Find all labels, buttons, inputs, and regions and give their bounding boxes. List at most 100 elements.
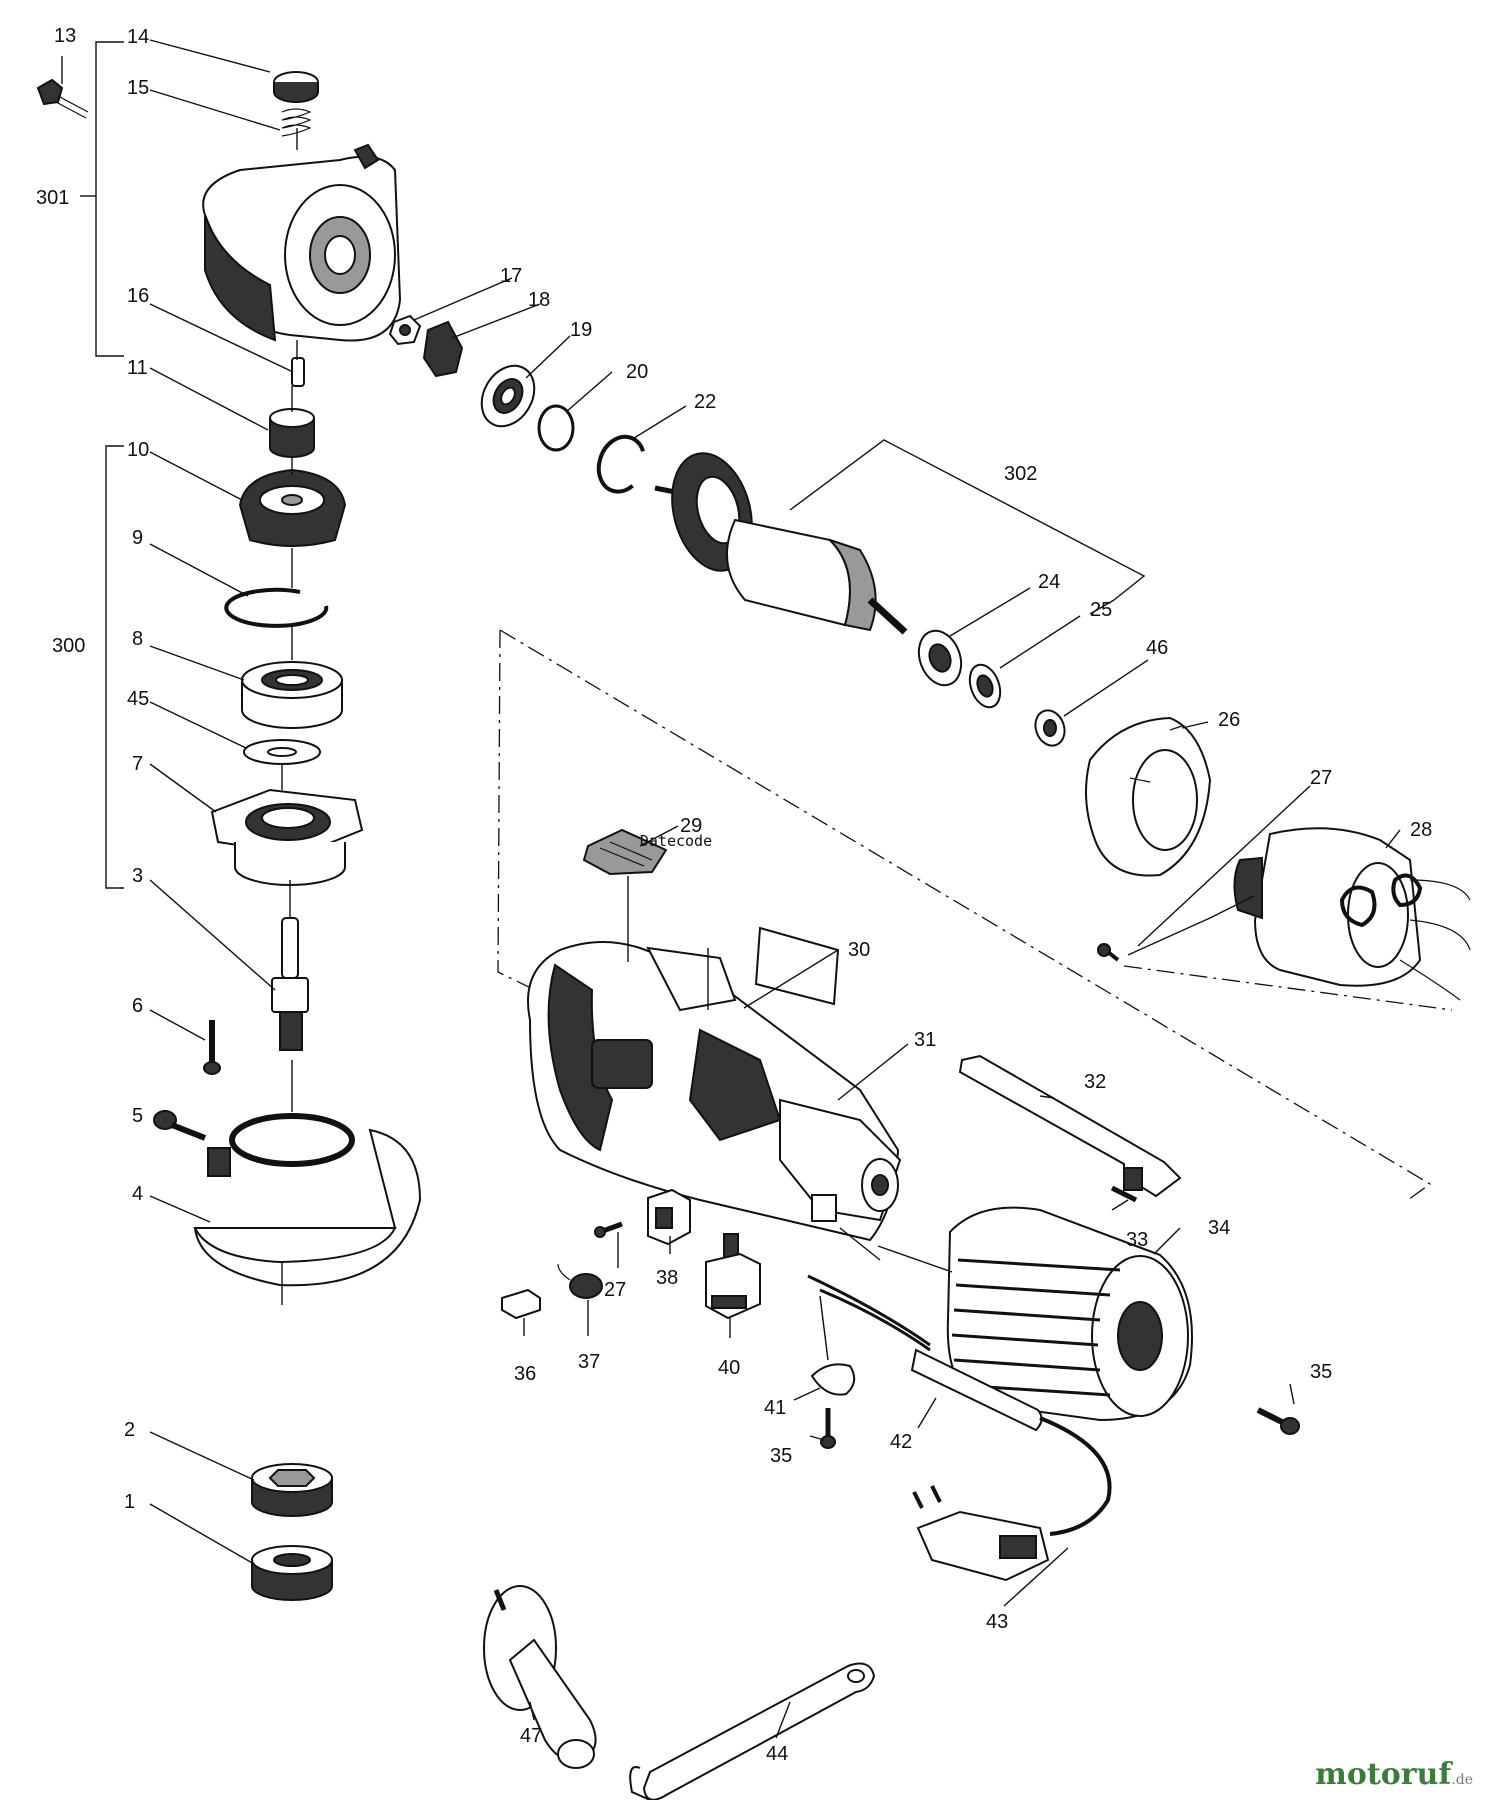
logo-tld: .de [1451,1772,1473,1788]
callout-22: 22 [694,391,716,413]
callout-41: 41 [764,1397,786,1419]
callout-7: 7 [132,753,143,775]
callout-28: 28 [1410,819,1432,841]
callout-8: 8 [132,628,143,650]
callout-9: 9 [132,527,143,549]
callout-numbers: 13 14 15 301 16 11 10 9 300 8 45 7 3 6 5… [36,25,1432,1765]
callout-27: 27 [1310,767,1332,789]
part-36-carbon-brush [501,1288,541,1320]
part-2-inner-flange [251,1463,333,1517]
callout-40: 40 [718,1357,740,1379]
part-302-armature [654,452,908,635]
callout-302: 302 [1004,463,1037,485]
part-9-retaining-ring [224,587,329,628]
part-33-screw [1110,1185,1138,1203]
part-28-field [1233,827,1471,1001]
logo-text: motoruf [1315,1757,1452,1792]
callout-37: 37 [578,1351,600,1373]
part-46-insulation-washer [1034,709,1066,747]
callout-18: 18 [528,289,550,311]
callout-46: 46 [1146,637,1168,659]
callout-5: 5 [132,1105,143,1127]
part-41-cord-clamp [810,1363,856,1396]
callout-47: 47 [520,1725,542,1747]
callout-16: 16 [127,285,149,307]
callout-38: 38 [656,1267,678,1289]
part-17-nut [388,314,422,346]
callout-11: 11 [127,357,148,379]
callout-35: 35 [1310,1361,1332,1383]
callout-29: 29 [680,815,702,837]
callout-26: 26 [1218,709,1240,731]
part-27-screw [1097,943,1120,962]
callout-300: 300 [52,635,85,657]
part-44-wrench [629,1662,876,1800]
part-26-baffle-plate [1085,716,1212,877]
part-6-screw [203,1020,221,1075]
part-3-spindle [271,917,309,1051]
part-1-lock-nut [251,1545,333,1601]
callout-43: 43 [986,1611,1008,1633]
part-13-screw [36,78,89,119]
part-24-bearing [917,629,963,687]
part-15-spring [281,108,312,137]
callout-32: 32 [1084,1071,1106,1093]
part-8-bearing [241,661,343,729]
part-16-pin [291,357,305,387]
callout-33: 33 [1126,1229,1148,1251]
callout-301: 301 [36,187,69,209]
datecode-label: Datecode [640,832,712,850]
callout-3: 3 [132,865,143,887]
callout-15: 15 [127,77,149,99]
part-25-bearing [968,663,1002,709]
callout-25: 25 [1090,599,1112,621]
part-4-wheel-guard [193,1113,422,1287]
part-31-motor-housing [527,941,902,1242]
callout-17: 17 [500,265,522,287]
part-5-bolt [153,1110,207,1141]
part-42-cord-guard [910,1348,1043,1432]
part-29-switch-lever [582,828,668,876]
part-35-screw [1256,1407,1300,1435]
part-37-brush-spring [557,1263,603,1299]
callout-24: 24 [1038,571,1060,593]
callout-34: 34 [1208,1217,1230,1239]
part-7-bearing-box [210,788,364,886]
callout-6: 6 [132,995,143,1017]
callout-2: 2 [124,1419,135,1441]
part-22-snap-ring [596,434,645,494]
part-18-pinion [422,320,464,378]
callout-36: 36 [514,1363,536,1385]
motoruf-logo: motoruf.de [1315,1757,1473,1792]
callout-1: 1 [124,1491,135,1513]
part-45-washer [243,739,321,765]
callout-27-lower: 27 [604,1279,626,1301]
callout-20: 20 [626,361,648,383]
callout-19: 19 [570,319,592,341]
part-10-bevel-gear [238,468,347,547]
part-11-bushing [269,408,315,458]
part-19-bearing [480,364,536,428]
callout-14: 14 [127,26,149,48]
callout-44: 44 [766,1743,788,1765]
part-34-rear-cover [946,1206,1193,1422]
callout-30: 30 [848,939,870,961]
callout-4: 4 [132,1183,143,1205]
callout-35-middle: 35 [770,1445,792,1467]
part-40-switch [705,1233,761,1320]
part-32-switch-rod [958,1054,1182,1198]
part-47-side-handle [483,1585,597,1769]
part-27-screw-lower [594,1221,623,1238]
part-43-power-cord [807,1274,1112,1582]
part-35-screw-middle [820,1408,836,1449]
part-30-name-plate [754,926,840,1006]
callout-10: 10 [127,439,149,461]
callout-42: 42 [890,1431,912,1453]
part-38-brush-holder [647,1188,691,1246]
callout-13: 13 [54,25,76,47]
part-20-o-ring [537,404,575,452]
part-301-gear-housing [202,143,402,342]
part-14-cap [273,71,319,103]
callout-45: 45 [127,688,149,710]
